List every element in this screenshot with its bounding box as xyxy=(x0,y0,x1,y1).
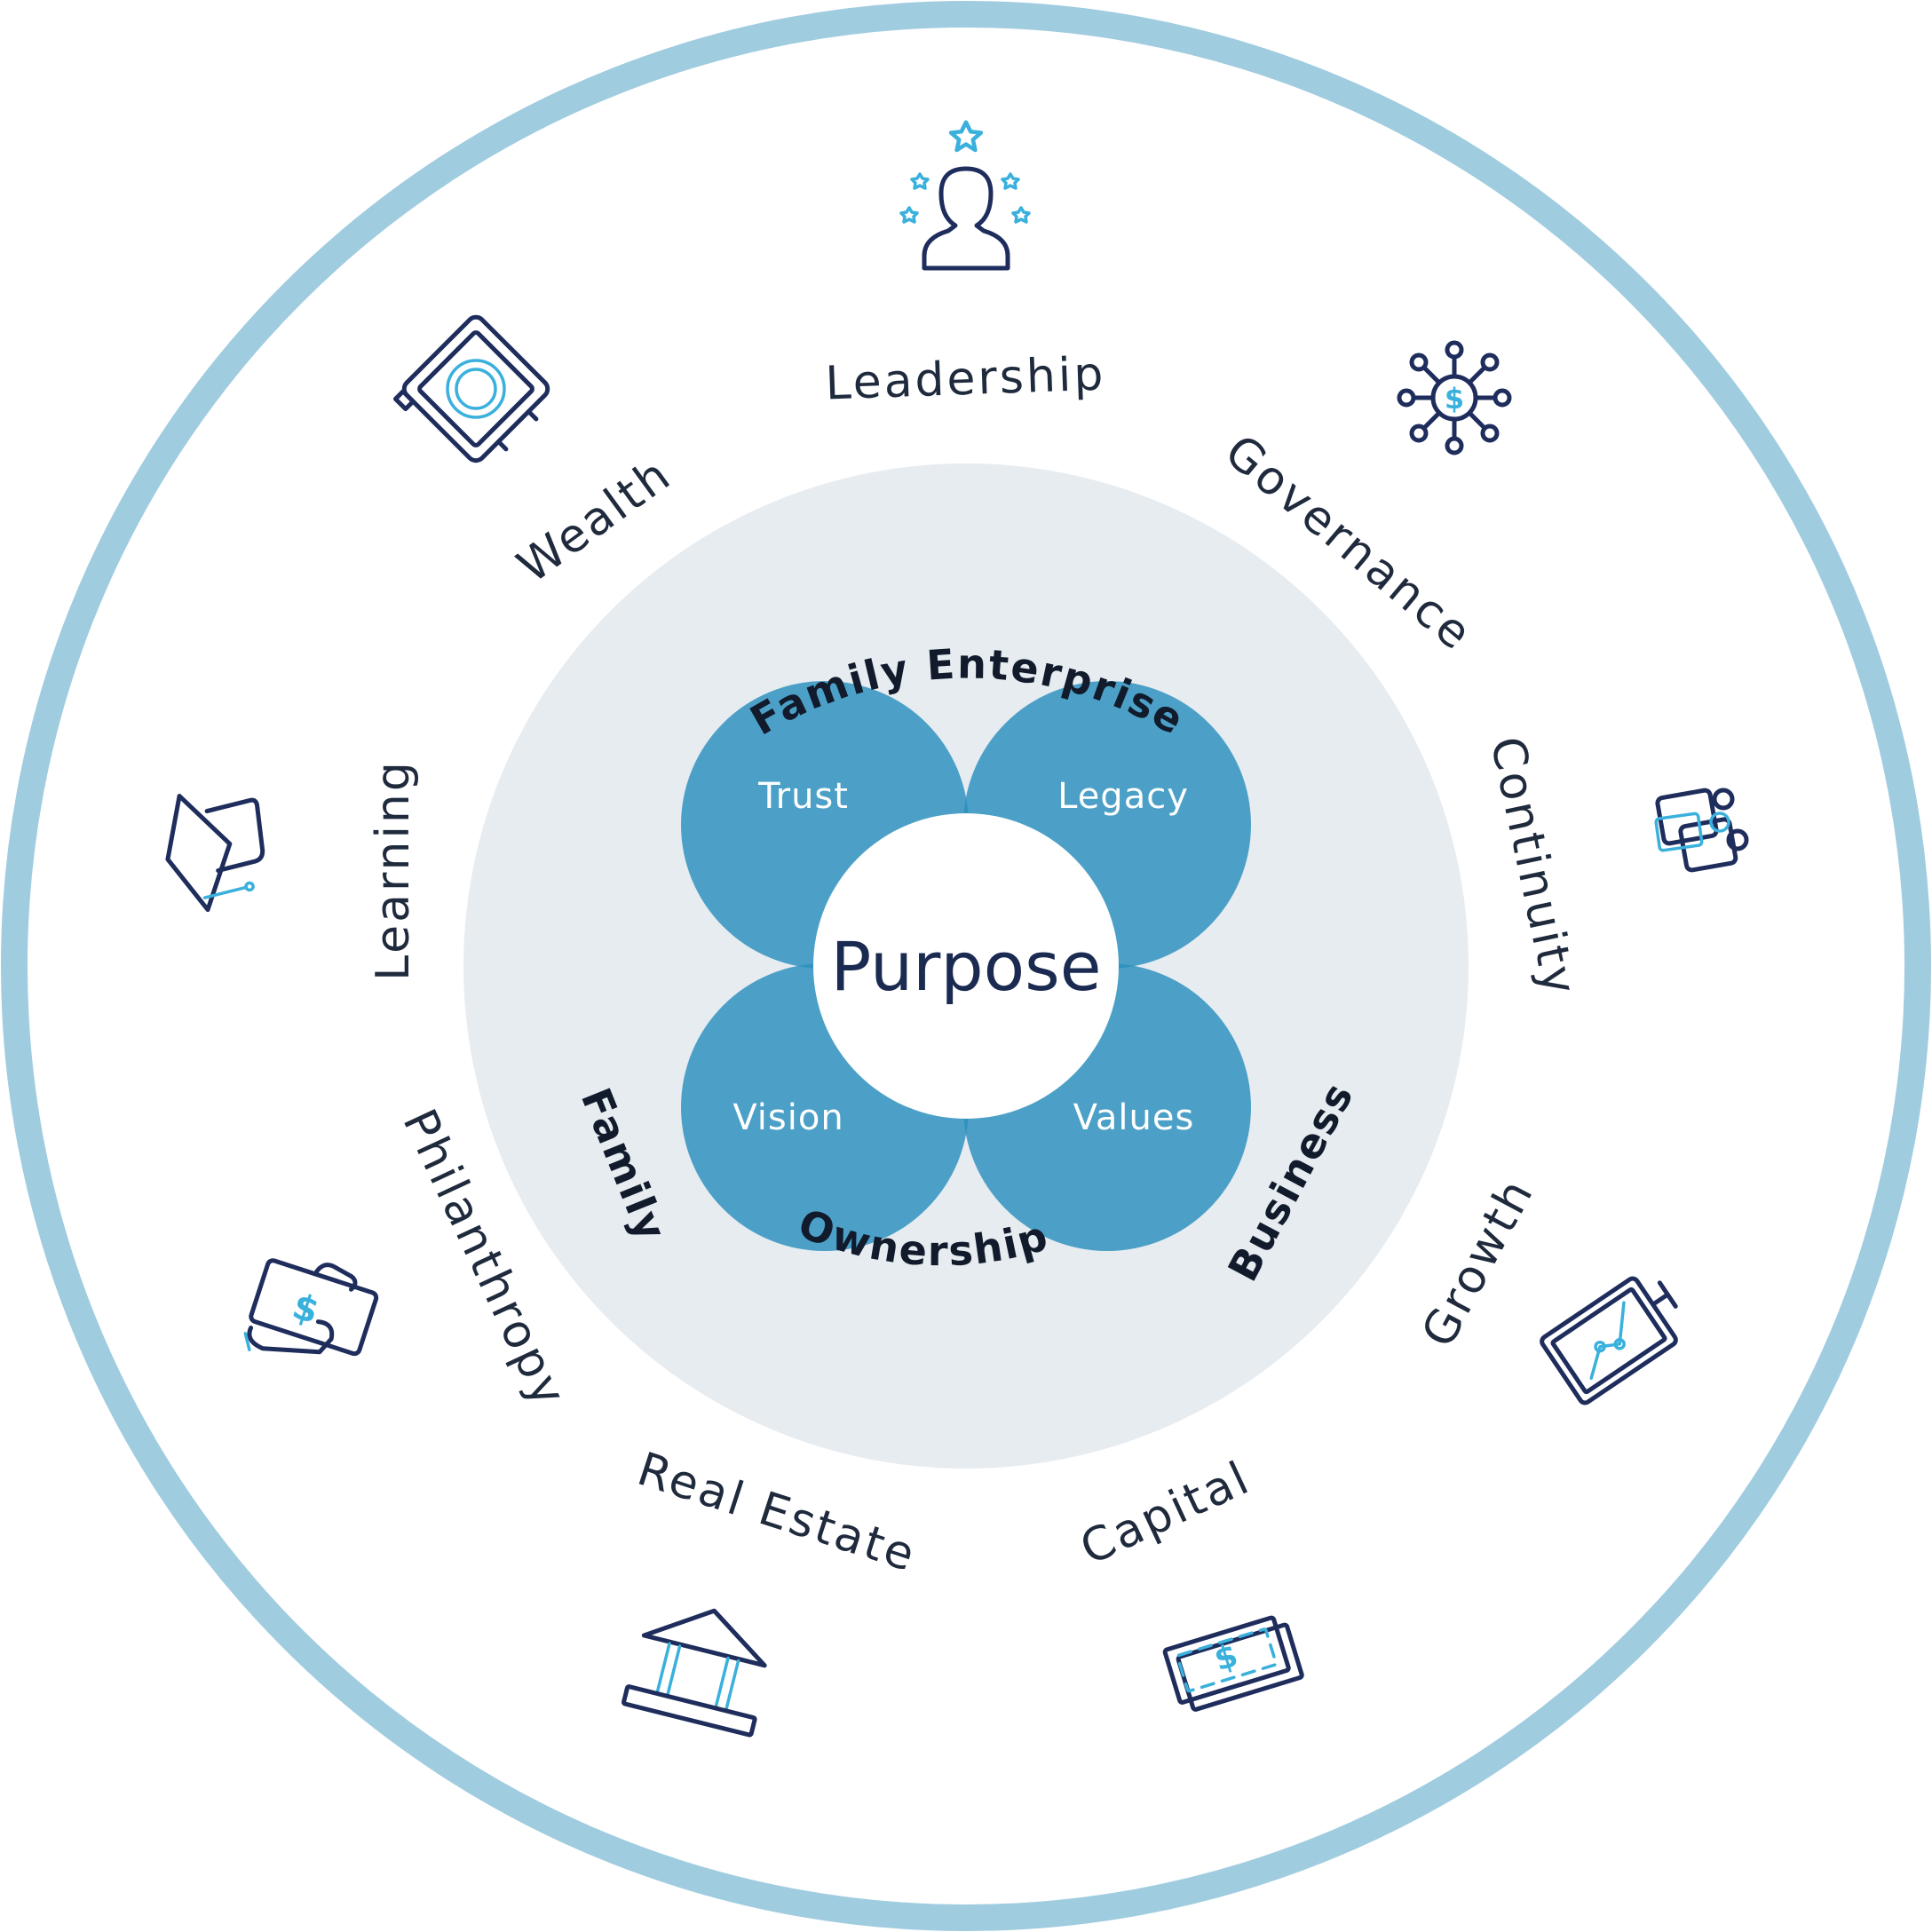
handoff-people-icon xyxy=(1654,788,1749,873)
safe-vault-icon xyxy=(392,314,550,463)
hand-giving-icon: $ xyxy=(243,1258,379,1357)
petal-label-values: Values xyxy=(1073,1097,1195,1138)
petal-label-vision: Vision xyxy=(732,1097,843,1138)
outer-label-capital: Capital xyxy=(1073,1451,1259,1575)
network-dollar-icon: $ xyxy=(1397,340,1512,455)
outer-label-real-estate: Real Estate xyxy=(631,1443,923,1583)
svg-text:$: $ xyxy=(1210,1637,1242,1679)
petal-label-legacy: Legacy xyxy=(1057,776,1189,817)
outer-label-leadership: Leadership xyxy=(825,348,1107,411)
outer-label-continuity: Continuity xyxy=(1479,732,1587,1002)
petal-label-trust: Trust xyxy=(757,776,849,817)
center-circle xyxy=(813,813,1119,1119)
leader-stars-icon xyxy=(899,120,1031,271)
center-label: Purpose xyxy=(830,927,1101,1006)
svg-text:$: $ xyxy=(288,1286,324,1332)
building-columns-icon xyxy=(622,1608,767,1738)
outer-label-learning: Learning xyxy=(367,759,420,981)
graduation-cap-icon xyxy=(165,794,265,913)
cash-bills-icon: $ xyxy=(1162,1615,1304,1712)
outer-label-growth: Growth xyxy=(1412,1169,1545,1356)
svg-text:$: $ xyxy=(1445,382,1464,416)
chart-monitor-icon xyxy=(1540,1276,1678,1405)
